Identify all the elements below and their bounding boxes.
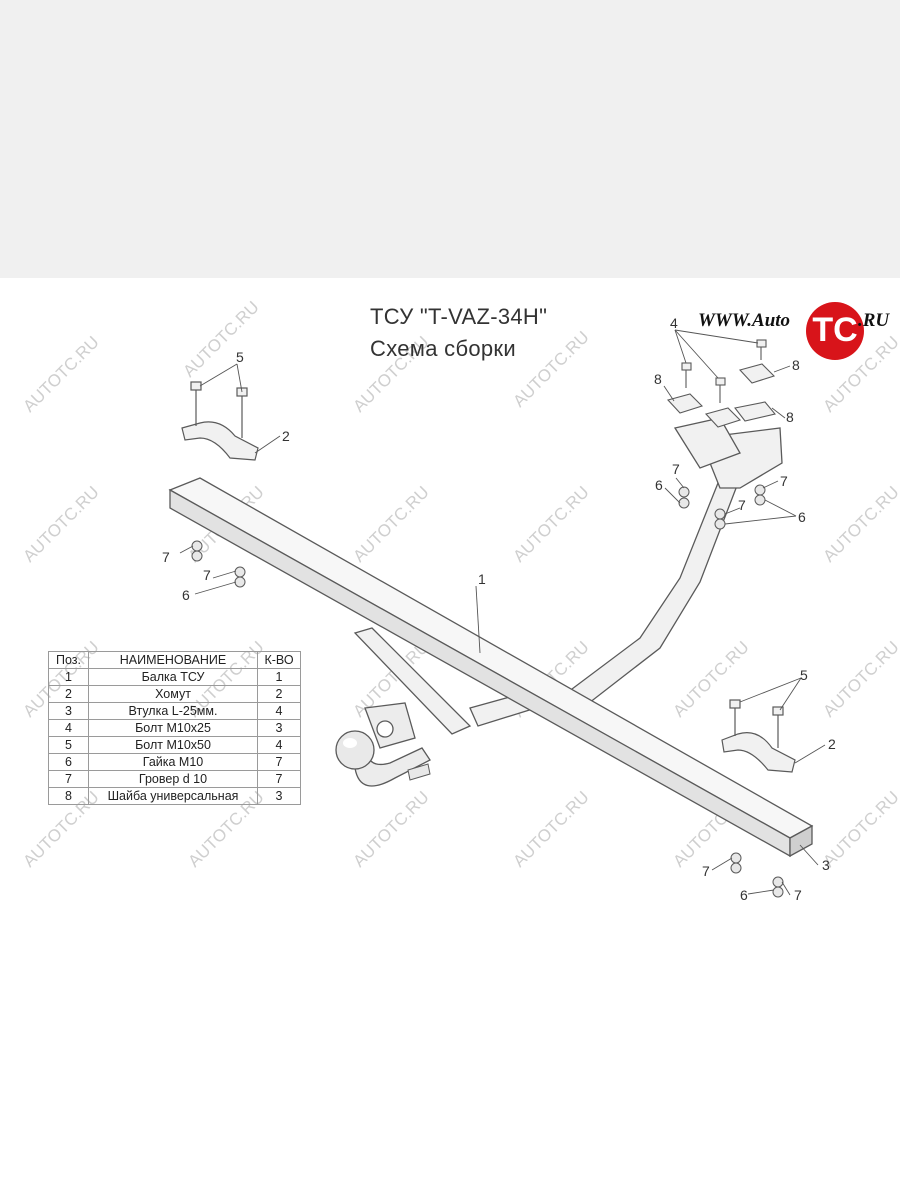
logo-prefix: WWW.Auto (698, 310, 791, 331)
callout-number: 7 (702, 863, 710, 879)
watermark-text: AUTOTC.RU (179, 297, 262, 380)
logo-suffix: .RU (858, 310, 890, 331)
row-name: Хомут (88, 685, 258, 703)
callout-number: 7 (672, 461, 680, 477)
main-beam (168, 477, 814, 858)
parts-table-header: Поз. НАИМЕНОВАНИЕ К-ВО (48, 651, 301, 669)
row-quantity: 7 (257, 753, 301, 771)
row-position: 2 (48, 685, 89, 703)
watermark-text: AUTOTC.RU (819, 787, 900, 870)
callout-number: 2 (282, 428, 290, 444)
row-position: 5 (48, 736, 89, 754)
watermark-text: AUTOTC.RU (509, 482, 592, 565)
drawing-title: ТСУ "T-VAZ-34H" (370, 304, 548, 329)
callout-number: 5 (800, 667, 808, 683)
row-position: 7 (48, 770, 89, 788)
header-name: НАИМЕНОВАНИЕ (88, 651, 258, 669)
callout-number: 5 (236, 349, 244, 365)
row-position: 8 (48, 787, 89, 805)
callout-number: 6 (182, 587, 190, 603)
header-quantity: К-ВО (257, 651, 301, 669)
watermark-text: AUTOTC.RU (349, 482, 432, 565)
callout-number: 7 (794, 887, 802, 903)
row-quantity: 4 (257, 736, 301, 754)
row-position: 6 (48, 753, 89, 771)
tow-ball (335, 702, 431, 787)
nuts-and-washers (191, 484, 784, 898)
callout-number: 3 (822, 857, 830, 873)
row-quantity: 4 (257, 702, 301, 720)
row-name: Гайка М10 (88, 753, 258, 771)
clamp-right (721, 699, 796, 773)
callout-number: 2 (828, 736, 836, 752)
callout-number: 7 (203, 567, 211, 583)
watermark-text: AUTOTC.RU (19, 482, 102, 565)
row-quantity: 1 (257, 668, 301, 686)
row-quantity: 3 (257, 787, 301, 805)
clamp-left (181, 381, 259, 461)
row-name: Втулка L-25мм. (88, 702, 258, 720)
callout-number: 6 (798, 509, 806, 525)
bracket-arm-tube (558, 417, 783, 711)
assembly-drawing: AUTOTC.RU AUTOTC.RU AUTOTC.RU AUTOTC.RU AUTO… (19, 297, 900, 903)
row-quantity: 2 (257, 685, 301, 703)
row-quantity: 7 (257, 770, 301, 788)
logo-mark: TC (806, 302, 864, 360)
drawing-subtitle: Схема сборки (370, 336, 516, 361)
watermark-text: AUTOTC.RU (509, 787, 592, 870)
callout-number: 8 (792, 357, 800, 373)
row-name: Болт М10х25 (88, 719, 258, 737)
row-position: 1 (48, 668, 89, 686)
row-position: 3 (48, 702, 89, 720)
callout-number: 8 (786, 409, 794, 425)
header-position: Поз. (48, 651, 89, 669)
callout-number: 8 (654, 371, 662, 387)
callout-number: 6 (655, 477, 663, 493)
watermark-text: AUTOTC.RU (349, 787, 432, 870)
callout-number: 7 (780, 473, 788, 489)
row-name: Балка ТСУ (88, 668, 258, 686)
callout-number: 7 (738, 497, 746, 513)
watermark-text: AUTOTC.RU (819, 637, 900, 720)
watermark-text: AUTOTC.RU (19, 332, 102, 415)
top-gray-band (0, 0, 900, 278)
watermark-text: AUTOTC.RU (819, 482, 900, 565)
row-name: Гровер d 10 (88, 770, 258, 788)
row-position: 4 (48, 719, 89, 737)
callout-number: 7 (162, 549, 170, 565)
bolts-washers-top (666, 339, 776, 428)
callout-number: 4 (670, 315, 678, 331)
watermark-text: AUTOTC.RU (509, 327, 592, 410)
row-name: Шайба универсальная (88, 787, 258, 805)
row-quantity: 3 (257, 719, 301, 737)
row-name: Болт М10х50 (88, 736, 258, 754)
callout-number: 1 (478, 571, 486, 587)
leader-lines (179, 329, 826, 896)
callout-number: 6 (740, 887, 748, 903)
